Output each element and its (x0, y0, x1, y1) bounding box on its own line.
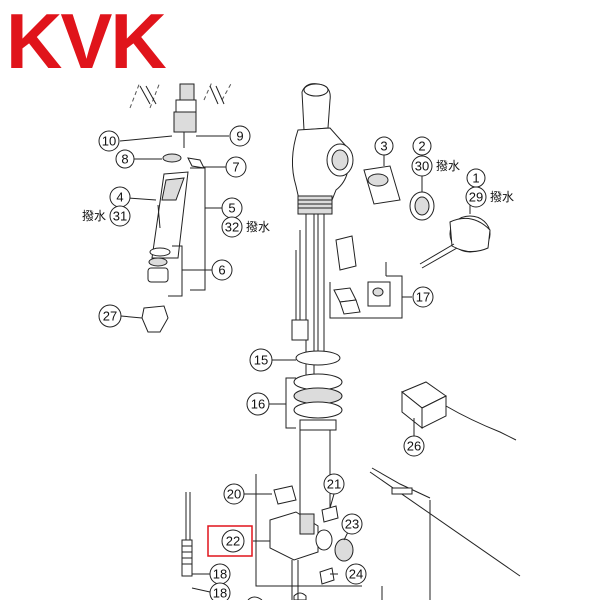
callout-26-label: 26 (407, 439, 421, 454)
callout-30: 30 撥水 (411, 155, 460, 177)
callout-20: 20 (223, 483, 245, 505)
callout-20-label: 20 (227, 487, 241, 502)
callout-21-label: 21 (327, 477, 341, 492)
callout-29-label: 29 (469, 190, 483, 205)
water-repellent-note-32: 撥水 (246, 219, 270, 234)
part-26-control-box (401, 381, 517, 441)
callout-18-lower: 18 (191, 582, 231, 600)
callout-23-label: 23 (345, 517, 359, 532)
callout-7-label: 7 (232, 160, 239, 175)
valve-assembly (181, 430, 521, 600)
callout-9-label: 9 (236, 129, 243, 144)
water-repellent-note-31: 撥水 (82, 208, 106, 223)
callout-6: 6 (211, 259, 233, 281)
callout-3-label: 3 (380, 139, 387, 154)
callout-27-label: 27 (103, 309, 117, 324)
callout-1: 1 (466, 168, 486, 188)
spray-head-assembly (129, 81, 233, 333)
callout-18-lower-label: 18 (213, 586, 227, 600)
callout-31-label: 31 (113, 209, 127, 224)
callout-7: 7 (225, 156, 247, 178)
callout-17: 17 (412, 286, 434, 308)
callout-3: 3 (374, 136, 394, 156)
callout-22-highlighted: 22 (207, 525, 253, 557)
callout-5-label: 5 (228, 201, 235, 216)
callout-24-label: 24 (349, 567, 363, 582)
callout-6-label: 6 (218, 263, 225, 278)
left-leader-lines (119, 135, 229, 319)
callout-21: 21 (323, 473, 345, 495)
callout-30-label: 30 (415, 159, 429, 174)
callout-8-label: 8 (121, 152, 128, 167)
callout-16-label: 16 (251, 397, 265, 412)
callout-1-label: 1 (472, 171, 479, 186)
callout-4: 4 (109, 186, 131, 208)
callout-15-label: 15 (254, 353, 268, 368)
callout-23: 23 (341, 513, 363, 535)
water-repellent-note-29: 撥水 (490, 189, 514, 204)
washer-stack (268, 350, 343, 431)
faucet-body (291, 83, 357, 415)
callout-32: 32 撥水 (221, 216, 270, 238)
callout-32-label: 32 (225, 220, 239, 235)
water-repellent-note-30: 撥水 (436, 158, 460, 173)
callout-10-label: 10 (102, 134, 116, 149)
highlight-box (207, 525, 253, 557)
callout-2: 2 (412, 136, 432, 156)
callout-18-upper-label: 18 (213, 567, 227, 582)
callout-4-label: 4 (116, 190, 123, 205)
callout-8: 8 (115, 149, 135, 169)
callout-5: 5 (221, 197, 243, 219)
callout-27: 27 (98, 304, 122, 328)
handle-cartridge-group (363, 150, 491, 269)
callout-15: 15 (249, 348, 273, 372)
callout-16: 16 (246, 392, 270, 416)
callout-26: 26 (403, 435, 425, 457)
callout-29: 29 撥水 (465, 186, 514, 208)
callout-2-label: 2 (418, 139, 425, 154)
callout-24: 24 (345, 563, 367, 585)
callout-10: 10 (98, 130, 120, 152)
part-17-group (329, 262, 412, 319)
callout-22-label: 22 (226, 534, 240, 549)
callout-17-label: 17 (416, 290, 430, 305)
callout-18-upper: 18 (192, 563, 231, 585)
kvk-logo: KVK (6, 0, 167, 85)
callout-9: 9 (229, 125, 251, 147)
callout-31: 撥水 31 (82, 205, 131, 227)
